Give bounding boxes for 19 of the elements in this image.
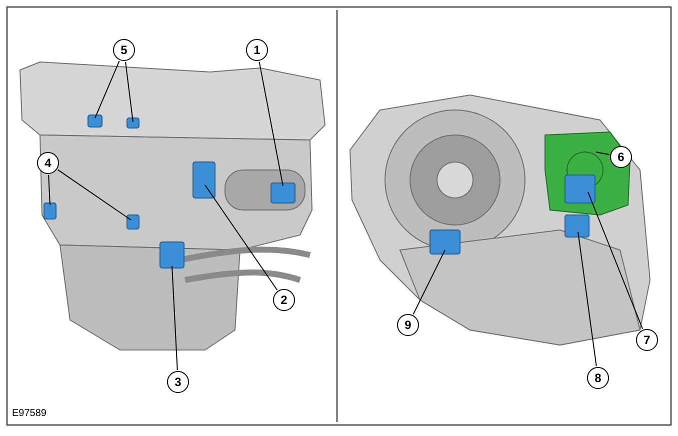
callout-number: 3 [167, 371, 189, 393]
leader-line [94, 60, 120, 118]
callout-number: 9 [397, 314, 419, 336]
leader-line [258, 61, 284, 186]
leader-line [57, 169, 132, 220]
leader-line [578, 232, 597, 367]
callout-number: 7 [636, 329, 658, 351]
callout-number: 1 [246, 39, 268, 61]
leader-line [172, 266, 178, 371]
figure-code: E97589 [12, 408, 46, 419]
leader-line [125, 61, 134, 122]
leader-line [48, 174, 50, 206]
leader-line [204, 184, 278, 291]
callout-number: 2 [273, 289, 295, 311]
leader-line [412, 250, 446, 315]
leader-line [588, 192, 644, 330]
callout-number: 8 [587, 367, 609, 389]
callout-number: 5 [113, 39, 135, 61]
leader-line [596, 152, 610, 156]
